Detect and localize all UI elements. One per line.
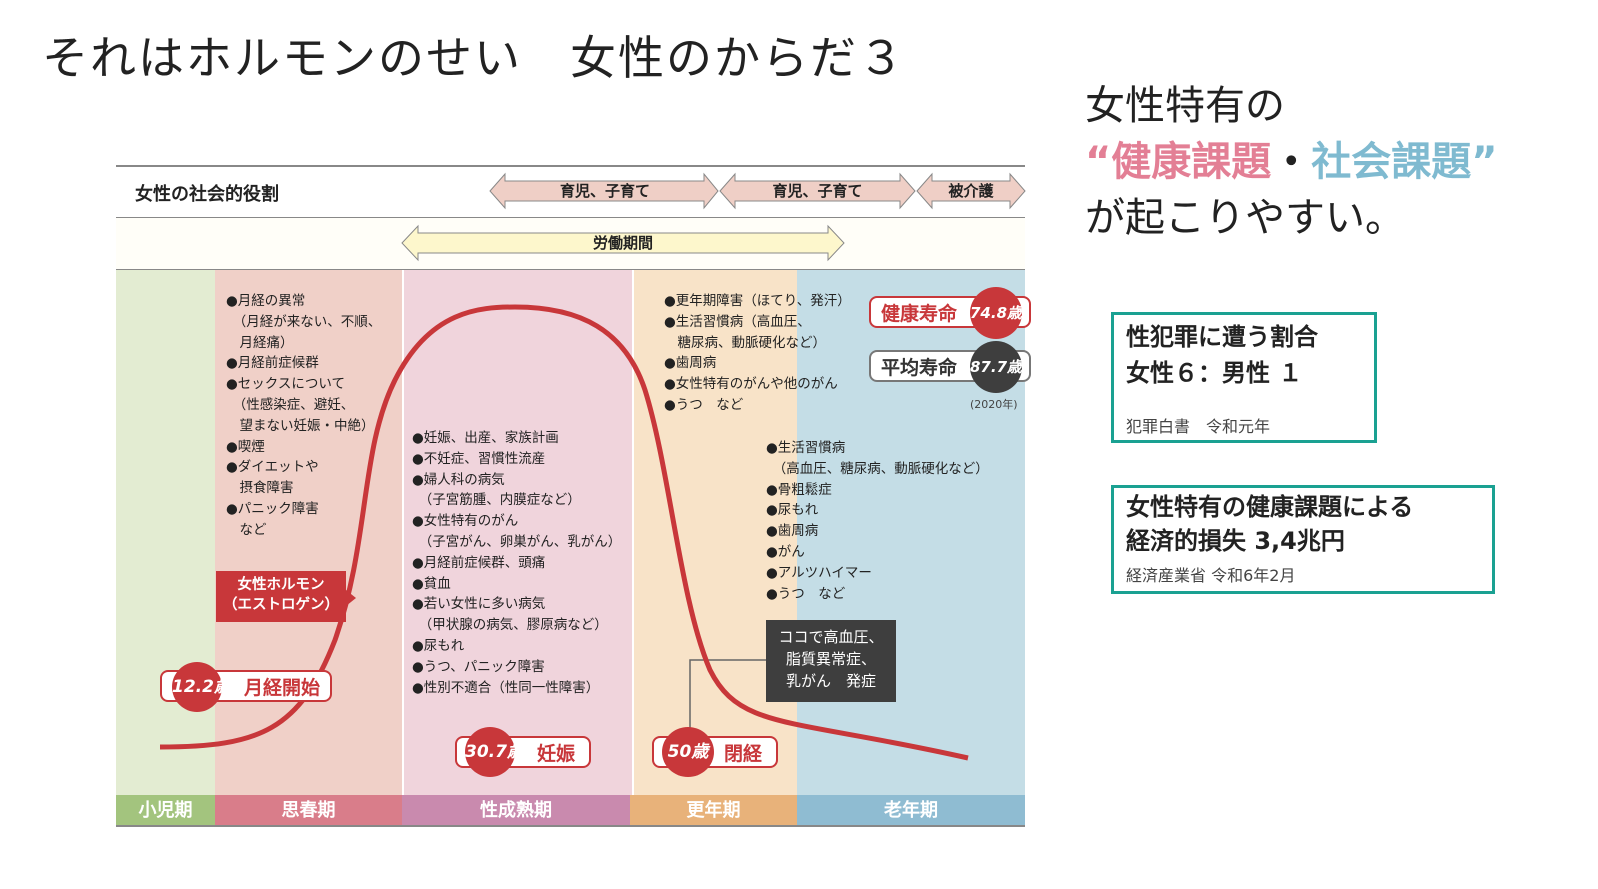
slide-title: それはホルモンのせい 女性のからだ３: [42, 31, 906, 85]
separator: ・: [1271, 139, 1312, 185]
headline: 女性特有の “健康課題・社会課題” が起こりやすい。: [1085, 78, 1498, 246]
pregnancy-age: 30.7歳: [465, 727, 524, 777]
arrow-childcare-1: 育児、子育て: [559, 182, 650, 200]
sex-crime-source: 犯罪白書 令和元年: [1126, 417, 1271, 436]
pregnancy-label: 妊娠: [537, 743, 576, 765]
menopause-age: 50歳: [662, 727, 714, 777]
arrow-labor-period: 労働期間: [592, 234, 653, 252]
economic-loss-stat: 女性特有の健康課題による 経済的損失 3,4兆円: [1126, 493, 1414, 555]
arrow-care-receiving: 被介護: [948, 182, 994, 200]
quote-open: “: [1085, 139, 1112, 185]
avg-life-label: 平均寿命: [881, 357, 958, 379]
sex-crime-stat: 性犯罪に遭う割合 女性６：男性 １: [1126, 323, 1318, 387]
menarche-age: 12.2歳: [172, 662, 231, 712]
health-issues: 健康課題: [1111, 139, 1272, 185]
headline-line3: が起こりやすい。: [1085, 195, 1405, 241]
year-note: (2020年): [970, 398, 1018, 411]
economic-loss-source: 経済産業省 令和6年2月: [1126, 566, 1296, 585]
stage-label: 更年期: [630, 795, 797, 826]
puberty-issues: ●月経の異常 （月経が来ない、不順、 月経痛） ●月経前症候群 ●セックスについ…: [226, 293, 382, 538]
headline-line2: “健康課題・社会課題”: [1085, 134, 1498, 190]
maturity-issues: ●妊娠、出産、家族計画 ●不妊症、習慣性流産 ●婦人科の病気 （子宮筋腫、内膜症…: [412, 430, 622, 696]
stage-label: 思春期: [215, 795, 402, 826]
stage-label: 小児期: [116, 795, 215, 826]
column-puberty: [215, 270, 402, 795]
arrow-childcare-2: 育児、子育て: [772, 182, 863, 200]
estrogen-label: 女性ホルモン （エストロゲン）: [216, 571, 346, 622]
stage-label: 性成熟期: [402, 795, 630, 826]
economic-loss-box: 女性特有の健康課題による 経済的損失 3,4兆円 経済産業省 令和6年2月: [1111, 485, 1495, 594]
avg-life-age: 87.7歳: [970, 341, 1022, 393]
role-label: 女性の社会的役割: [135, 184, 279, 205]
social-issues: 社会課題: [1311, 139, 1472, 185]
healthy-life-age: 74.8歳: [970, 287, 1022, 339]
stage-label: 老年期: [797, 795, 1025, 826]
sex-crime-box: 性犯罪に遭う割合 女性６：男性 １ 犯罪白書 令和元年: [1111, 312, 1377, 443]
menopause-label: 閉経: [724, 743, 763, 765]
old-age-issues: ●生活習慣病 （高血圧、糖尿病、動脈硬化など） ●骨粗鬆症 ●尿もれ ●歯周病 …: [766, 440, 989, 602]
menopause-issues: ●更年期障害（ほてり、発汗） ●生活習慣病（高血圧、 糖尿病、動脈硬化など） ●…: [664, 293, 851, 413]
column-maturity: [402, 270, 632, 795]
healthy-life-label: 健康寿命: [881, 303, 958, 325]
quote-close: ”: [1471, 139, 1498, 185]
column-menopause: [632, 270, 799, 795]
headline-line1: 女性特有の: [1085, 83, 1285, 129]
onset-callout: ココで高血圧、 脂質異常症、 乳がん 発症: [766, 620, 896, 702]
avg-life-badge: 平均寿命: [869, 350, 1031, 382]
menarche-label: 月経開始: [244, 677, 321, 699]
